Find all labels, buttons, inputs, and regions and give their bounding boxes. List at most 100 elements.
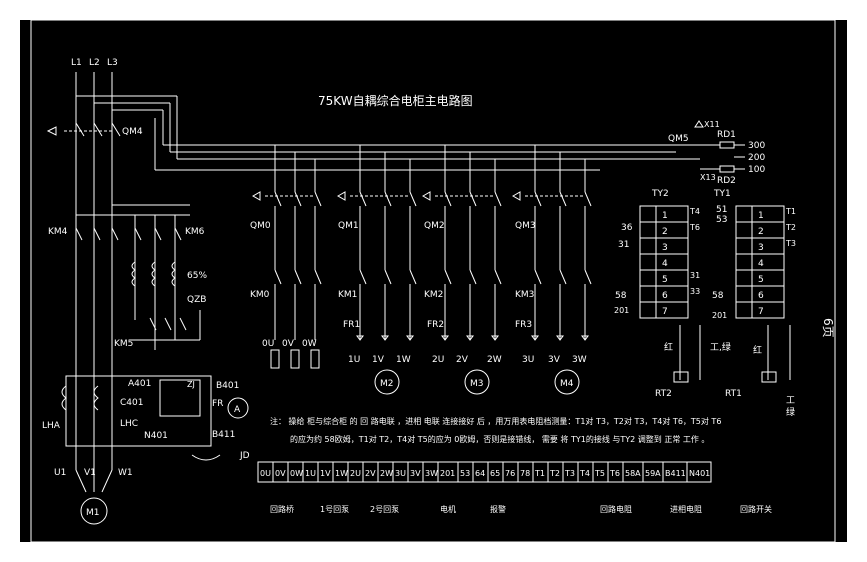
label-rt1: RT1 bbox=[725, 389, 742, 399]
label-n401: N401 bbox=[144, 431, 168, 441]
rt-branches bbox=[673, 325, 791, 383]
terminal-group-label: 进相电阻 bbox=[670, 504, 702, 514]
label-u1: U1 bbox=[54, 468, 66, 478]
terminal-label: 0W bbox=[290, 469, 303, 478]
terminal-cell bbox=[686, 461, 712, 483]
terminal-group-label: 回路开关 bbox=[740, 504, 772, 514]
label-m4: M4 bbox=[560, 379, 574, 389]
label-0w: 0W bbox=[302, 339, 317, 349]
terminal-label: 58A bbox=[625, 469, 641, 478]
terminal-label: 0U bbox=[260, 469, 271, 478]
branch-feeders bbox=[251, 145, 592, 369]
drawing-frame bbox=[20, 20, 847, 542]
relay-terminal: 7 bbox=[758, 307, 764, 317]
label-2w: 2W bbox=[487, 355, 502, 365]
label-58b: 58 bbox=[712, 291, 724, 301]
label-53: 53 bbox=[716, 215, 727, 225]
label-31: 31 bbox=[618, 240, 629, 250]
relay-terminal: 3 bbox=[662, 243, 668, 253]
label-lhc: LHC bbox=[120, 419, 138, 429]
label-qm5: QM5 bbox=[668, 134, 689, 144]
label-b401: B401 bbox=[216, 381, 239, 391]
ammeter-symbol: A bbox=[234, 405, 241, 415]
terminal-label: 2W bbox=[380, 469, 393, 478]
note-line-2: 的应为约 58欧姆，T1对 T2，T4对 T5的应为 0欧姆，否则是接错线， 需… bbox=[290, 434, 709, 444]
label-a401: A401 bbox=[128, 379, 151, 389]
relay-wire-label: 31 bbox=[690, 271, 700, 280]
label-qm1: QM1 bbox=[338, 221, 359, 231]
label-1v: 1V bbox=[372, 355, 385, 365]
label-lha: LHA bbox=[42, 421, 61, 431]
label-km3: KM3 bbox=[515, 290, 534, 300]
terminal-label: 78 bbox=[520, 469, 530, 478]
relay-wire-label: T1 bbox=[785, 207, 796, 216]
label-qm0: QM0 bbox=[250, 221, 271, 231]
label-w1: W1 bbox=[118, 468, 133, 478]
phase-l2: L2 bbox=[89, 58, 100, 68]
label-51: 51 bbox=[716, 205, 727, 215]
label-qm3: QM3 bbox=[515, 221, 536, 231]
terminal-group-label: 2号回泵 bbox=[370, 505, 399, 514]
label-rd1: RD1 bbox=[717, 130, 736, 140]
terminal-group-label: 电机 bbox=[440, 504, 456, 514]
label-km5: KM5 bbox=[114, 339, 133, 349]
relay-terminal: 7 bbox=[662, 307, 668, 317]
label-qm2: QM2 bbox=[424, 221, 445, 231]
relay-terminal: 4 bbox=[758, 259, 764, 269]
label-c401: C401 bbox=[120, 398, 143, 408]
terminal-label: 0V bbox=[275, 469, 286, 478]
km4-km6-contacts bbox=[75, 204, 201, 350]
terminal-label: T2 bbox=[549, 469, 560, 478]
relay-wire-label: T3 bbox=[785, 239, 796, 248]
terminal-label: 2V bbox=[365, 469, 376, 478]
terminal-group-label: 1号回泵 bbox=[320, 505, 349, 514]
terminal-label: 3V bbox=[410, 469, 421, 478]
note-line-1: 注： 操给 柜与综合柜 的 回 路电联 ，进相 电联 连接接好 后 ，用万用表电… bbox=[270, 416, 721, 426]
label-pct: 65% bbox=[187, 271, 207, 281]
diagram-title: 75KW自耦综合电柜主电路图 bbox=[318, 93, 473, 108]
qm5-fuses bbox=[676, 120, 745, 173]
label-fr: FR bbox=[212, 399, 223, 409]
label-m3: M3 bbox=[470, 379, 484, 389]
motor-m1-icon bbox=[80, 497, 108, 525]
label-green-ty2: 工,绿 bbox=[710, 341, 731, 353]
label-km4: KM4 bbox=[48, 227, 68, 237]
label-v1: V1 bbox=[84, 468, 96, 478]
terminal-label: 201 bbox=[440, 469, 455, 478]
terminal-label: B411 bbox=[665, 469, 686, 478]
label-100: 100 bbox=[748, 165, 765, 175]
label-1w: 1W bbox=[396, 355, 411, 365]
terminal-label: 76 bbox=[505, 469, 515, 478]
motor-m4-icon bbox=[554, 369, 580, 395]
motor-m3-icon bbox=[464, 369, 490, 395]
relay-terminal: 1 bbox=[758, 211, 764, 221]
terminal-group-label: 回路电阻 bbox=[600, 504, 632, 514]
label-fr3: FR3 bbox=[515, 320, 532, 330]
horizontal-bus bbox=[76, 95, 676, 171]
terminal-label: T5 bbox=[594, 469, 605, 478]
relay-terminal: 6 bbox=[758, 291, 764, 301]
label-jd: JD bbox=[239, 451, 250, 461]
label-0u: 0U bbox=[262, 339, 274, 349]
motor-m2-icon bbox=[374, 369, 400, 395]
label-m2: M2 bbox=[380, 379, 394, 389]
label-zj: ZJ bbox=[187, 380, 195, 389]
relay-terminal: 2 bbox=[758, 227, 764, 237]
label-2v: 2V bbox=[456, 355, 469, 365]
label-x11: X11 bbox=[704, 120, 720, 129]
relay-terminal: 1 bbox=[662, 211, 668, 221]
label-rt2: RT2 bbox=[655, 389, 672, 399]
terminal-label: N401 bbox=[689, 469, 710, 478]
label-qzb: QZB bbox=[187, 295, 206, 305]
label-qm4: QM4 bbox=[122, 127, 143, 137]
terminal-label: 65 bbox=[490, 469, 500, 478]
label-km1: KM1 bbox=[338, 290, 357, 300]
label-m1: M1 bbox=[86, 508, 100, 518]
terminal-label: T3 bbox=[564, 469, 575, 478]
label-red-ty1: 红 bbox=[753, 344, 762, 356]
label-3w: 3W bbox=[572, 355, 587, 365]
label-36: 36 bbox=[621, 223, 633, 233]
